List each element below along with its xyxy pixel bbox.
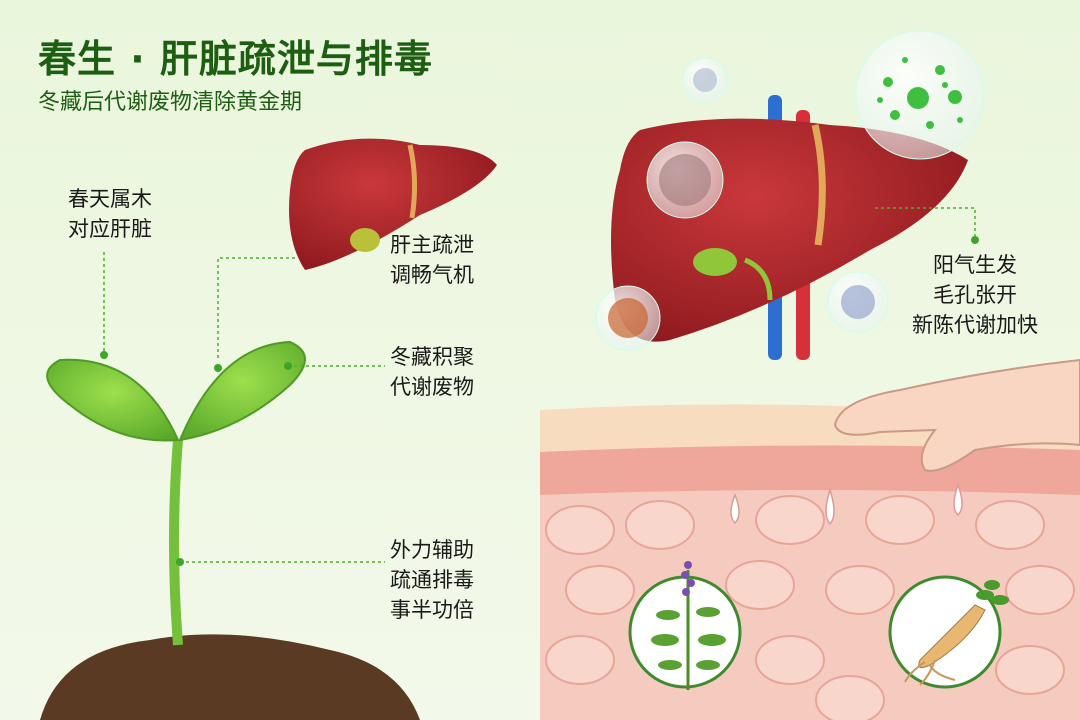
label-line: 事半功倍 bbox=[390, 598, 474, 622]
label-line: 冬藏积聚 bbox=[390, 345, 474, 369]
page-subtitle: 冬藏后代谢废物清除黄金期 bbox=[38, 90, 303, 115]
label-line: 外力辅助 bbox=[390, 538, 474, 562]
label-line: 代谢废物 bbox=[390, 375, 474, 399]
page-title: 春生 · 肝脏疏泄与排毒 bbox=[38, 37, 433, 81]
label-yang-qi: 阳气生发 毛孔张开 新陈代谢加快 bbox=[885, 250, 1065, 340]
guide-lines bbox=[103, 207, 976, 563]
label-line: 春天属木 bbox=[68, 187, 152, 211]
herb-circle-right bbox=[888, 575, 1009, 689]
label-line: 新陈代谢加快 bbox=[912, 313, 1038, 337]
label-external-help: 外力辅助 疏通排毒 事半功倍 bbox=[390, 535, 474, 625]
skin-section bbox=[540, 358, 1080, 720]
hand bbox=[833, 358, 1080, 472]
herb-circle-left bbox=[628, 561, 742, 690]
sprout bbox=[40, 340, 420, 720]
label-liver-function: 肝主疏泄 调畅气机 bbox=[390, 230, 474, 290]
label-line: 疏通排毒 bbox=[390, 568, 474, 592]
label-line: 调畅气机 bbox=[390, 263, 474, 287]
label-line: 阳气生发 bbox=[933, 253, 1017, 277]
label-line: 毛孔张开 bbox=[933, 283, 1017, 307]
label-spring-wood: 春天属木 对应肝脏 bbox=[50, 184, 170, 244]
label-line: 肝主疏泄 bbox=[390, 233, 474, 257]
toxin-bubbles bbox=[595, 30, 985, 351]
liver-small bbox=[289, 138, 497, 270]
label-winter-waste: 冬藏积聚 代谢废物 bbox=[390, 342, 474, 402]
label-line: 对应肝脏 bbox=[68, 217, 152, 241]
